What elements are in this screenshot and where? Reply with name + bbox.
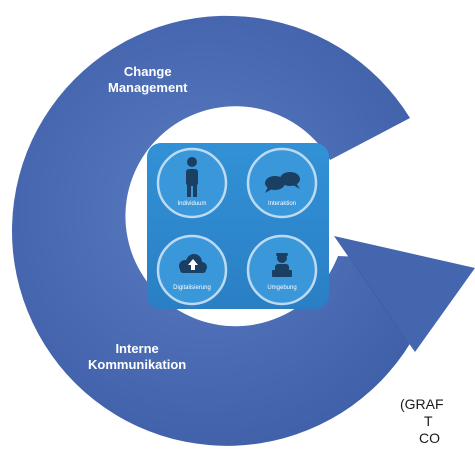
- person-icon: [186, 157, 198, 197]
- caption-line2: T: [424, 413, 433, 429]
- label-change-line2: Management: [108, 80, 188, 95]
- upload-arrow-icon: [188, 259, 198, 270]
- label-change-line1: Change: [123, 64, 172, 79]
- cycle-arrowhead: [334, 236, 475, 352]
- tile-label-umgebung: Umgebung: [267, 285, 297, 291]
- caption-line3: CO: [419, 430, 440, 446]
- label-change-management: Change Management: [108, 64, 187, 96]
- tile-label-digitalisierung: Digitalisierung: [173, 285, 211, 291]
- worker-at-desk-icon: [272, 253, 292, 277]
- tile-label-interaktion: Interaktion: [267, 201, 297, 207]
- label-interne-line1: Interne: [115, 341, 159, 356]
- cycle-arrowhead-shade: [334, 236, 415, 352]
- label-interne-kommunikation: Interne Kommunikation: [88, 341, 186, 373]
- cycle-ring: [11, 15, 440, 446]
- label-business-alignment: Business Alignment: [361, 158, 425, 190]
- label-interne-line2: Kommunikation: [88, 357, 187, 372]
- tile-label-individuum: Individuum: [177, 201, 207, 207]
- label-business-line1: Business: [363, 158, 422, 173]
- speech-bubbles-icon: [265, 172, 300, 193]
- caption-fragment: (GRAF T CO: [400, 396, 444, 447]
- cloud-upload-icon: [179, 254, 207, 273]
- label-business-line2: Alignment: [361, 174, 425, 189]
- caption-line1: (GRAF: [400, 396, 444, 412]
